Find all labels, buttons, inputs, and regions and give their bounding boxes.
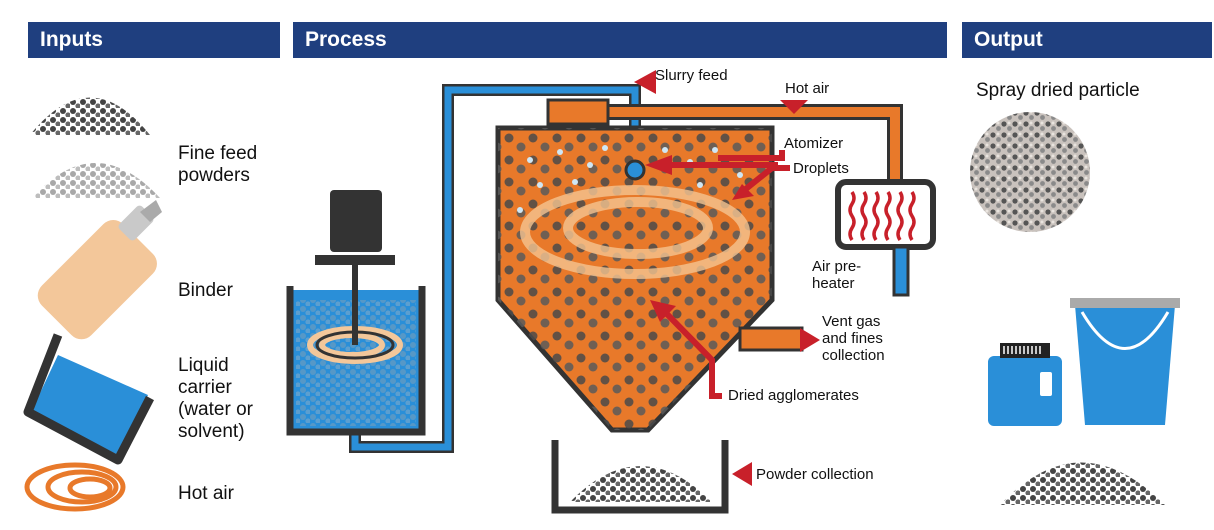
dried-agglomerates-label: Dried agglomerates bbox=[728, 387, 859, 404]
output-header-label: Output bbox=[974, 28, 1043, 51]
mixer-motor bbox=[315, 190, 395, 345]
hot-air-swirl-icon bbox=[24, 462, 126, 512]
fine-feed-label: Fine feed powders bbox=[178, 143, 258, 186]
bucket-icon bbox=[1070, 298, 1180, 425]
spray-dried-particle-label: Spray dried particle bbox=[976, 80, 1140, 101]
hot-air-process-label: Hot air bbox=[785, 80, 830, 97]
atomizer-label: Atomizer bbox=[784, 135, 844, 152]
droplets-label: Droplets bbox=[793, 160, 849, 177]
hot-air-input-label: Hot air bbox=[178, 483, 234, 504]
air-preheater bbox=[835, 179, 936, 250]
spray-dried-particle-icon bbox=[970, 112, 1090, 232]
bottle-icon bbox=[988, 343, 1062, 426]
binder-bottle-icon bbox=[37, 200, 162, 340]
process-header: Process bbox=[293, 22, 947, 58]
fine-feed-powder-dark bbox=[30, 97, 150, 135]
output-header: Output bbox=[962, 22, 1212, 58]
process-header-label: Process bbox=[305, 28, 387, 51]
callout-arrows bbox=[634, 70, 820, 486]
atomizer-nozzle bbox=[624, 159, 646, 181]
powder-collection-tray bbox=[551, 440, 729, 514]
liquid-carrier-label: Liquid carrier (water or solvent) bbox=[178, 355, 253, 442]
spray-chamber bbox=[495, 125, 804, 433]
binder-label: Binder bbox=[178, 280, 233, 301]
output-powder-pile bbox=[1000, 462, 1165, 505]
powder-collection-label: Powder collection bbox=[756, 466, 874, 483]
liquid-carrier-icon bbox=[23, 333, 154, 465]
inputs-header-label: Inputs bbox=[40, 28, 103, 51]
fine-feed-powder-grey bbox=[32, 163, 160, 198]
air-preheater-label: Air pre- heater bbox=[812, 258, 862, 292]
slurry-feed-label: Slurry feed bbox=[655, 67, 728, 84]
inputs-header: Inputs bbox=[28, 22, 280, 58]
vent-gas-label: Vent gas and fines collection bbox=[822, 313, 885, 364]
